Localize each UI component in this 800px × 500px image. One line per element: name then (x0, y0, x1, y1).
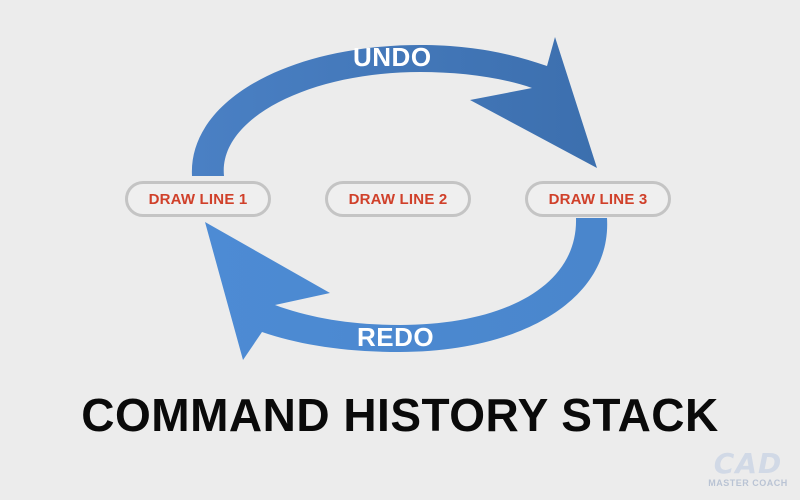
undo-arrow (191, 37, 597, 176)
logo-subtitle: MASTER COACH (708, 478, 788, 488)
diagram-title: COMMAND HISTORY STACK (81, 389, 719, 441)
redo-label: REDO (357, 322, 435, 352)
stack-item-draw-line-2: DRAW LINE 2 (325, 181, 471, 217)
redo-arrow (205, 218, 608, 360)
cad-master-coach-logo: CAD MASTER COACH (700, 450, 796, 498)
undo-label: UNDO (353, 42, 432, 72)
logo-mark: CAD (713, 447, 783, 480)
stack-item-draw-line-3: DRAW LINE 3 (525, 181, 671, 217)
stack-item-draw-line-1: DRAW LINE 1 (125, 181, 271, 217)
